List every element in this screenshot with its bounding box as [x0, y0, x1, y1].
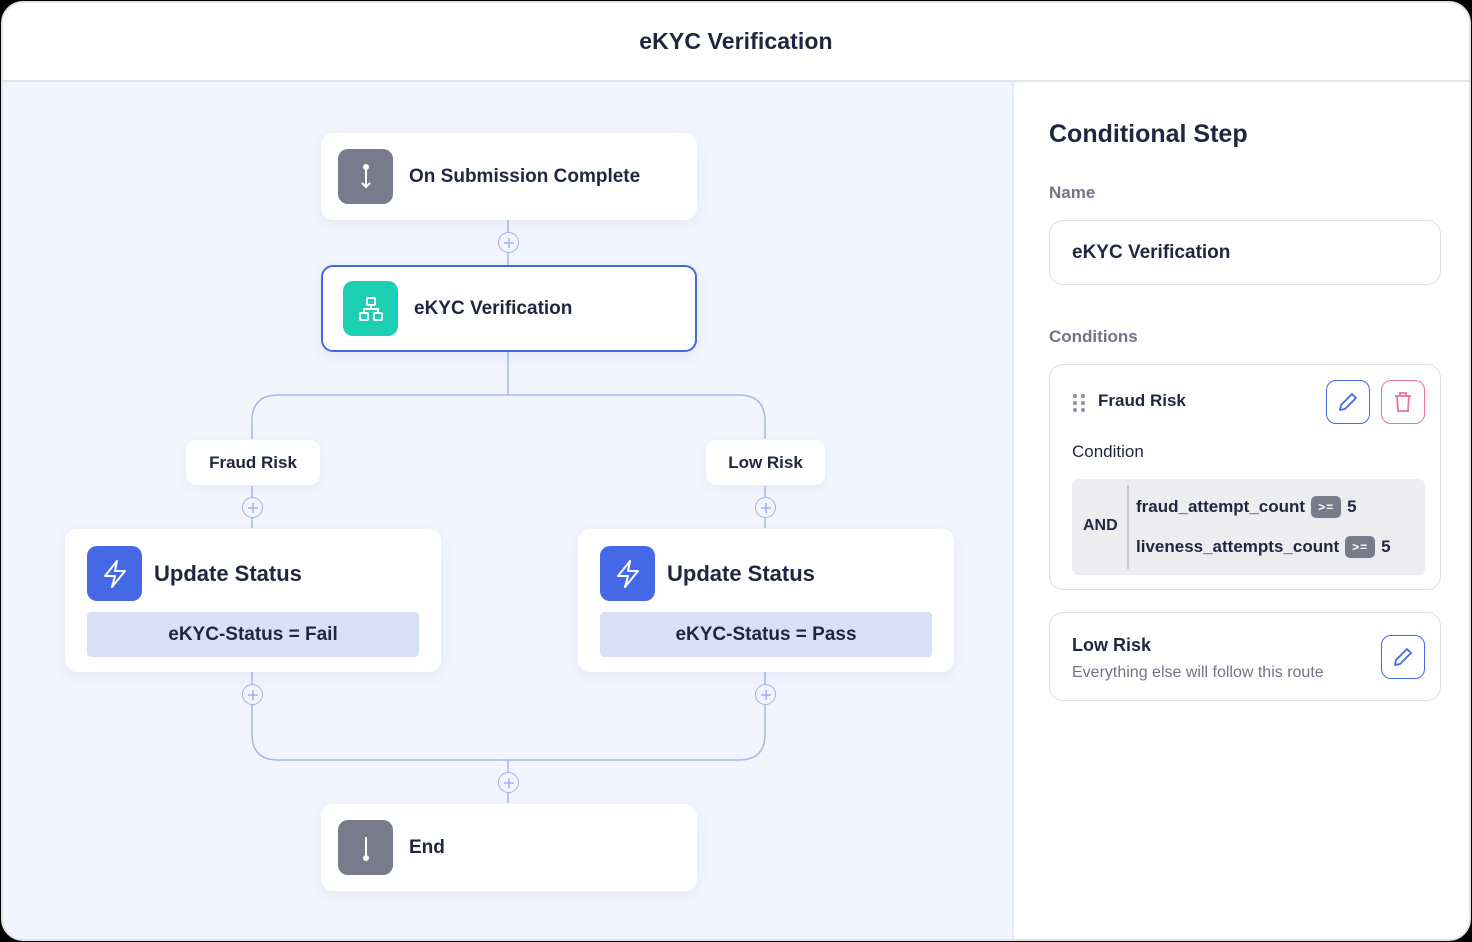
lightning-icon: [600, 546, 655, 601]
rule-row: fraud_attempt_count >= 5: [1136, 496, 1357, 518]
end-node[interactable]: End: [321, 804, 697, 891]
edit-condition-button[interactable]: [1326, 380, 1370, 424]
rule-value: 5: [1381, 537, 1391, 556]
pencil-icon: [1394, 648, 1412, 666]
pencil-icon: [1339, 393, 1357, 411]
name-input[interactable]: eKYC Verification: [1049, 220, 1441, 285]
edit-condition-button[interactable]: [1381, 635, 1425, 679]
conditions-label: Conditions: [1049, 327, 1138, 346]
condition-name: Fraud Risk: [1098, 391, 1186, 410]
action-title: Update Status: [667, 560, 815, 586]
delete-condition-button[interactable]: [1381, 380, 1425, 424]
lightning-icon: [87, 546, 142, 601]
conditional-label: eKYC Verification: [414, 297, 573, 319]
rule-divider: [1127, 485, 1129, 569]
conditional-node[interactable]: eKYC Verification: [321, 265, 697, 352]
condition-name: Low Risk: [1072, 635, 1152, 655]
rule-field: fraud_attempt_count: [1136, 497, 1306, 516]
condition-card-fraud-risk[interactable]: Fraud Risk Condition AND fraud_attempt_c…: [1049, 364, 1441, 590]
trigger-node[interactable]: On Submission Complete: [321, 133, 697, 220]
window-title: eKYC Verification: [639, 28, 833, 54]
properties-panel: Conditional Step Name eKYC Verification …: [1016, 82, 1469, 939]
add-step-button[interactable]: [498, 232, 519, 253]
name-label: Name: [1049, 183, 1096, 202]
branch-label-fraud-risk[interactable]: Fraud Risk: [186, 440, 320, 485]
rule-field: liveness_attempts_count: [1136, 537, 1340, 556]
trigger-start-icon: [338, 149, 393, 204]
end-label: End: [409, 836, 445, 858]
add-step-button[interactable]: [755, 684, 776, 705]
drag-handle-icon[interactable]: [1072, 393, 1086, 418]
rule-value: 5: [1347, 497, 1357, 516]
branch-hierarchy-icon: [343, 281, 398, 336]
panel-title: Conditional Step: [1049, 120, 1248, 148]
trigger-label: On Submission Complete: [409, 165, 641, 187]
add-step-button[interactable]: [498, 772, 519, 793]
add-step-button[interactable]: [242, 497, 263, 518]
action-expression: eKYC-Status = Pass: [600, 612, 932, 657]
rule-row: liveness_attempts_count >= 5: [1136, 536, 1391, 558]
add-step-button[interactable]: [242, 684, 263, 705]
action-node-fail[interactable]: Update Status eKYC-Status = Fail: [65, 529, 441, 672]
condition-label: Condition: [1072, 442, 1144, 461]
trash-icon: [1395, 392, 1411, 412]
workflow-canvas[interactable]: On Submission Complete eKYC Verification…: [3, 82, 1014, 939]
end-icon: [338, 820, 393, 875]
rule-operator: >=: [1345, 536, 1376, 558]
rule-operator: >=: [1311, 496, 1342, 518]
action-expression: eKYC-Status = Fail: [87, 612, 419, 657]
condition-card-low-risk[interactable]: Low Risk Everything else will follow thi…: [1049, 612, 1441, 701]
add-step-button[interactable]: [755, 497, 776, 518]
action-node-pass[interactable]: Update Status eKYC-Status = Pass: [578, 529, 954, 672]
rule-group: AND fraud_attempt_count >= 5 liveness_at…: [1072, 479, 1425, 575]
branch-label-low-risk[interactable]: Low Risk: [706, 440, 825, 485]
condition-description: Everything else will follow this route: [1072, 664, 1324, 681]
action-title: Update Status: [154, 560, 302, 586]
logic-operator: AND: [1083, 517, 1118, 534]
title-bar: eKYC Verification: [3, 3, 1469, 82]
